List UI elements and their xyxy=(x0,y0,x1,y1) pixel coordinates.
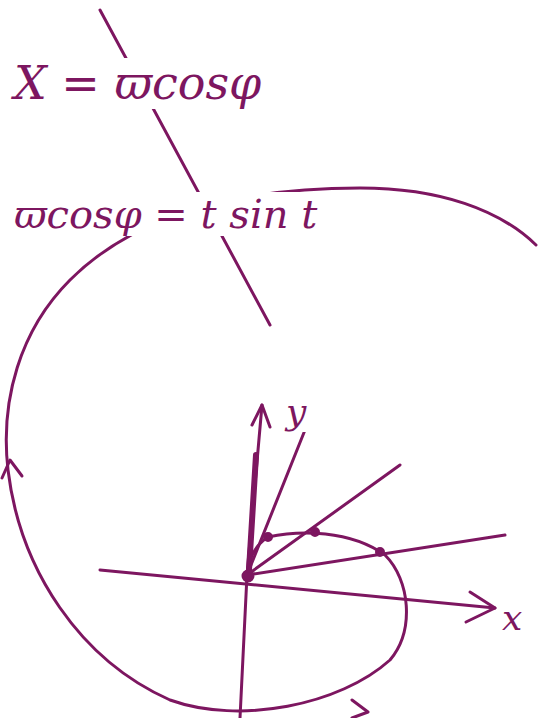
point xyxy=(265,534,272,541)
y-arrowhead xyxy=(252,405,270,427)
axis-label: x xyxy=(500,598,524,638)
curve-arrow xyxy=(2,460,22,478)
axis-label: y xyxy=(284,392,308,432)
bottom-arrow xyxy=(352,700,368,718)
point xyxy=(377,549,384,556)
point xyxy=(312,529,319,536)
origin xyxy=(243,571,253,581)
x-axis xyxy=(100,570,495,608)
equation: X = ϖcosφ xyxy=(12,58,263,109)
equation: ϖcosφ = t sin t xyxy=(12,192,319,236)
outer-curve xyxy=(6,188,536,711)
x-arrowhead xyxy=(466,592,495,622)
ray xyxy=(247,430,305,575)
ray xyxy=(247,535,505,575)
